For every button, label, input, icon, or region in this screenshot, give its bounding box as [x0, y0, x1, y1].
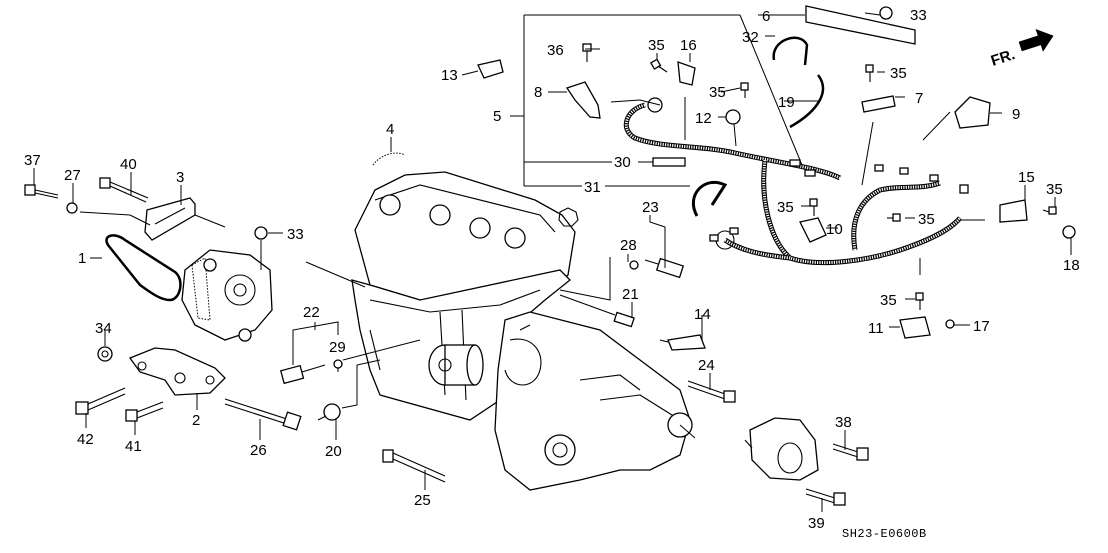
callout-26[interactable]: 26 — [250, 442, 267, 459]
callout-24[interactable]: 24 — [698, 357, 715, 374]
front-arrow-icon — [1018, 28, 1054, 52]
callout-42[interactable]: 42 — [77, 431, 94, 448]
callout-12[interactable]: 12 — [695, 110, 712, 127]
alternator-illustration — [181, 249, 273, 342]
diagram-code: SH23-E0600B — [842, 527, 927, 541]
callout-34[interactable]: 34 — [95, 320, 112, 337]
callout-1[interactable]: 1 — [78, 250, 86, 267]
callout-2[interactable]: 2 — [192, 412, 200, 429]
callout-9[interactable]: 9 — [1012, 106, 1020, 123]
callout-35-g[interactable]: 35 — [880, 292, 897, 309]
callout-35-d[interactable]: 35 — [777, 199, 794, 216]
callout-35-e[interactable]: 35 — [918, 211, 935, 228]
callout-15[interactable]: 15 — [1018, 169, 1035, 186]
callout-27[interactable]: 27 — [64, 167, 81, 184]
front-label: FR. — [989, 46, 1017, 70]
callout-35-c[interactable]: 35 — [890, 65, 907, 82]
bolt-illustrations — [24, 6, 1057, 506]
callout-5[interactable]: 5 — [493, 108, 501, 125]
callout-6[interactable]: 6 — [762, 8, 770, 25]
callout-39[interactable]: 39 — [808, 515, 825, 532]
callout-37[interactable]: 37 — [24, 152, 41, 169]
callout-38[interactable]: 38 — [835, 414, 852, 431]
callout-32[interactable]: 32 — [742, 29, 759, 46]
wire-harness-illustration — [623, 97, 969, 266]
alternator-belt-illustration — [105, 234, 182, 302]
callout-3[interactable]: 3 — [176, 169, 184, 186]
callout-36[interactable]: 36 — [547, 42, 564, 59]
callout-35-a[interactable]: 35 — [648, 37, 665, 54]
callout-30[interactable]: 30 — [614, 154, 631, 171]
callout-35-f[interactable]: 35 — [1046, 181, 1063, 198]
callout-23[interactable]: 23 — [642, 199, 659, 216]
sensor-illustrations — [279, 257, 685, 421]
callout-41[interactable]: 41 — [125, 438, 142, 455]
callout-18[interactable]: 18 — [1063, 257, 1080, 274]
callout-33-alternator[interactable]: 33 — [287, 226, 304, 243]
starter-illustration — [744, 417, 819, 481]
engine-block-illustration — [351, 171, 696, 491]
callout-4[interactable]: 4 — [386, 121, 394, 138]
alternator-bracket-illustration — [128, 347, 226, 396]
callout-8[interactable]: 8 — [534, 84, 542, 101]
harness-small-parts — [372, 5, 1076, 351]
callout-10[interactable]: 10 — [826, 221, 843, 238]
adjusting-bracket-illustration — [144, 197, 196, 241]
callout-40[interactable]: 40 — [120, 156, 137, 173]
callout-22[interactable]: 22 — [303, 304, 320, 321]
callout-7[interactable]: 7 — [915, 90, 923, 107]
callout-21[interactable]: 21 — [622, 286, 639, 303]
callout-14[interactable]: 14 — [694, 306, 711, 323]
callout-20[interactable]: 20 — [325, 443, 342, 460]
callout-13[interactable]: 13 — [441, 67, 458, 84]
callout-29[interactable]: 29 — [329, 339, 346, 356]
callout-17[interactable]: 17 — [973, 318, 990, 335]
callout-28[interactable]: 28 — [620, 237, 637, 254]
callout-16[interactable]: 16 — [680, 37, 697, 54]
callout-25[interactable]: 25 — [414, 492, 431, 509]
callout-35-b[interactable]: 35 — [709, 84, 726, 101]
callout-33-top[interactable]: 33 — [910, 7, 927, 24]
callout-19[interactable]: 19 — [778, 94, 795, 111]
callout-11[interactable]: 11 — [868, 320, 884, 337]
callout-labels: 1 2 3 4 5 6 7 8 9 10 11 12 13 14 15 16 1… — [24, 7, 1080, 532]
front-direction-indicator: FR. — [989, 28, 1054, 70]
leader-lines — [33, 12, 1072, 512]
callout-31[interactable]: 31 — [584, 179, 601, 196]
